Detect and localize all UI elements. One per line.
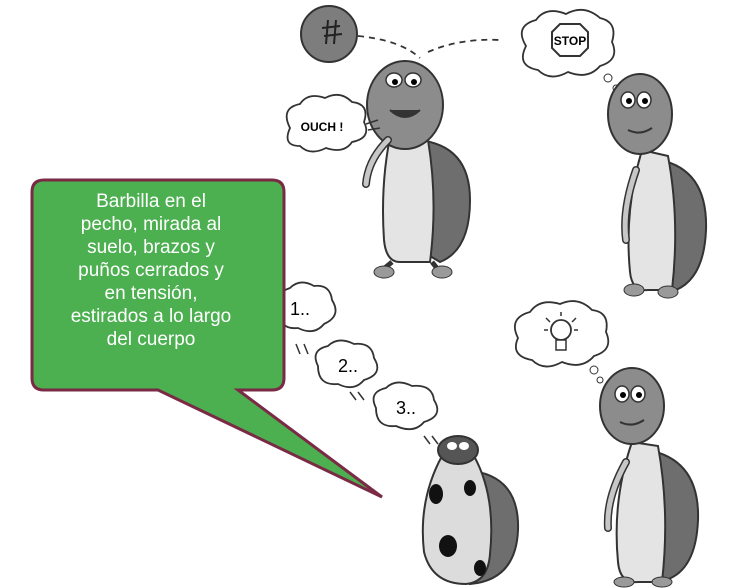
turtle-illustration	[421, 435, 520, 586]
count-bubble-1: 1..	[277, 281, 337, 355]
turtle-illustration	[607, 73, 708, 299]
panel-stop: STOP	[520, 8, 708, 299]
instruction-callout	[30, 178, 383, 499]
count-text-2: 2..	[338, 356, 358, 376]
lightbulb-icon	[544, 312, 578, 351]
count-bubble-2: 2..	[314, 339, 379, 401]
count-text-1: 1..	[290, 299, 310, 319]
turtle-illustration	[362, 60, 472, 279]
callout-line: en tensión,	[104, 283, 198, 304]
ouch-text: OUCH !	[301, 120, 344, 134]
turtle-illustration	[599, 367, 700, 588]
ball-icon	[300, 5, 358, 63]
panel-ouch: OUCH !	[285, 5, 501, 279]
callout-line: Barbilla en el	[96, 191, 206, 212]
callout-line: pecho, mirada al	[80, 214, 222, 235]
callout-line: suelo, brazos y	[87, 237, 215, 258]
idea-bubble	[514, 300, 610, 384]
stop-text: STOP	[554, 34, 586, 48]
stop-bubble: STOP	[520, 8, 620, 92]
count-text-3: 3..	[396, 398, 416, 418]
callout-line: puños cerrados y	[78, 260, 224, 281]
ouch-bubble: OUCH !	[285, 93, 381, 153]
callout-line: estirados a lo largo	[70, 306, 232, 327]
callout-text: Barbilla en el pecho, mirada al suelo, b…	[36, 190, 266, 351]
panel-idea	[514, 300, 700, 588]
callout-line: del cuerpo	[106, 329, 196, 350]
count-bubble-3: 3..	[372, 381, 439, 445]
panel-counting: 1.. 2.. 3..	[277, 281, 520, 586]
